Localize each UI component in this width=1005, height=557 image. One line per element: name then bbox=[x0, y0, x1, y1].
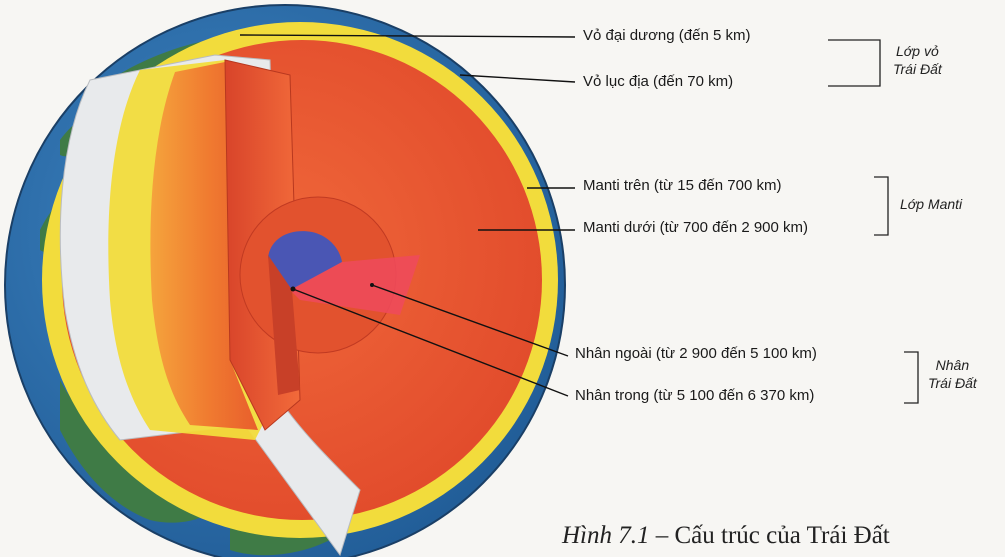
group-crust-line1: Lớp vỏ bbox=[893, 42, 942, 60]
bracket-core bbox=[904, 352, 918, 403]
label-upper-mantle: Manti trên (từ 15 đến 700 km) bbox=[583, 177, 781, 195]
bracket-crust bbox=[828, 40, 880, 86]
label-lower-mantle: Manti dưới (từ 700 đến 2 900 km) bbox=[583, 219, 808, 237]
caption-text: – Cấu trúc của Trái Đất bbox=[656, 522, 890, 549]
group-brackets bbox=[828, 40, 918, 403]
label-continental-crust: Vỏ lục địa (đến 70 km) bbox=[583, 73, 733, 91]
group-core: Nhân Trái Đất bbox=[928, 356, 977, 392]
group-crust: Lớp vỏ Trái Đất bbox=[893, 42, 942, 78]
group-crust-line2: Trái Đất bbox=[893, 60, 942, 78]
group-mantle: Lớp Manti bbox=[900, 195, 962, 213]
bracket-mantle bbox=[874, 177, 888, 235]
label-inner-core: Nhân trong (từ 5 100 đến 6 370 km) bbox=[575, 387, 814, 405]
marker-outer-core bbox=[370, 283, 374, 287]
group-core-line1: Nhân bbox=[928, 356, 977, 374]
caption-figure-number: Hình 7.1 bbox=[562, 522, 650, 549]
figure-caption: Hình 7.1 – Cấu trúc của Trái Đất bbox=[562, 522, 890, 550]
group-core-line2: Trái Đất bbox=[928, 374, 977, 392]
label-oceanic-crust: Vỏ đại dương (đến 5 km) bbox=[583, 27, 750, 45]
marker-inner-core bbox=[291, 287, 296, 292]
label-outer-core: Nhân ngoài (từ 2 900 đến 5 100 km) bbox=[575, 345, 817, 363]
